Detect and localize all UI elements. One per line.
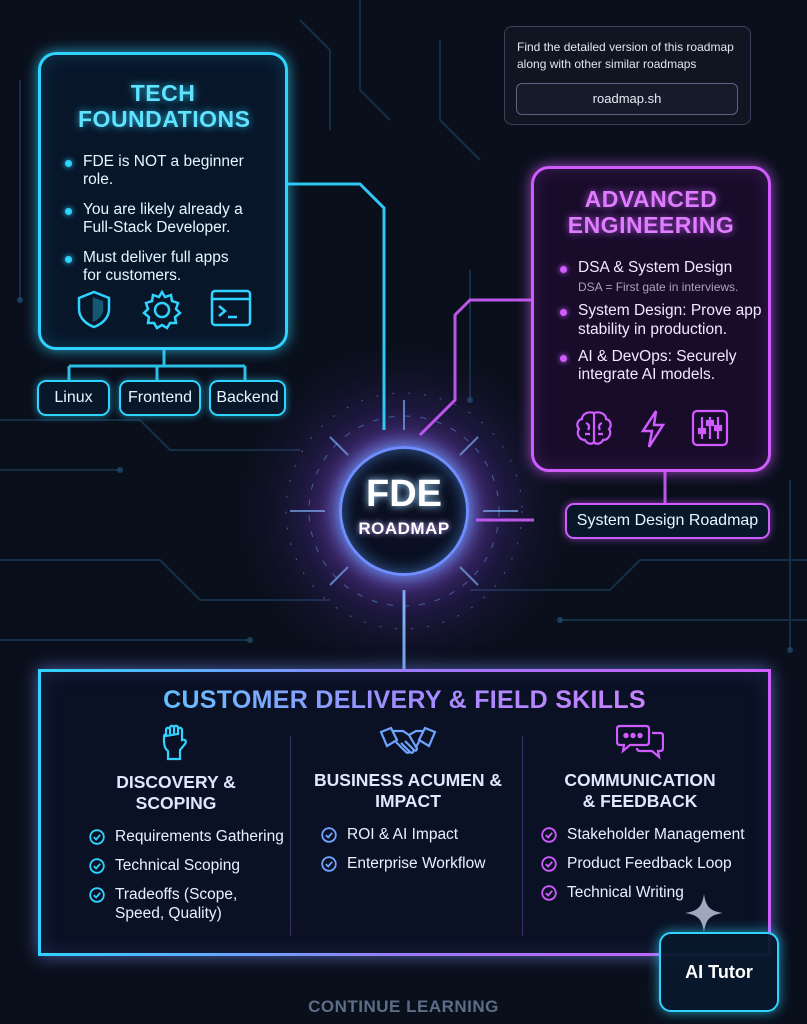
column-discovery: DISCOVERY & SCOPING Requirements Gatheri… — [61, 722, 291, 942]
list-item: Tradeoffs (Scope, Speed, Quality) — [89, 886, 269, 924]
tag-frontend[interactable]: Frontend — [119, 380, 201, 416]
tech-foundations-title: TECH FOUNDATIONS — [41, 80, 285, 133]
list-item-text: AI & DevOps: Securely integrate AI model… — [578, 347, 737, 384]
list-item: You are likely already a Full-Stack Deve… — [63, 201, 253, 238]
list-item-text: Technical Scoping — [115, 856, 240, 874]
check-circle-icon — [541, 827, 557, 843]
roadmap-link-button[interactable]: roadmap.sh — [516, 83, 738, 115]
info-text: Find the detailed version of this roadma… — [517, 40, 734, 72]
ai-tutor-label: AI Tutor — [685, 962, 753, 982]
hub-subtitle: ROADMAP — [358, 519, 450, 538]
list-item: Technical Writing — [541, 884, 755, 903]
column-title-text: COMMUNICATION & FEEDBACK — [564, 770, 716, 811]
terminal-icon — [210, 289, 251, 327]
tech-foundations-panel: TECH FOUNDATIONS FDE is NOT a beginner r… — [38, 52, 288, 350]
checklist: Stakeholder Management Product Feedback … — [541, 826, 755, 903]
list-item-text: Requirements Gathering — [115, 828, 284, 845]
fist-icon — [162, 724, 187, 761]
sparkle-icon — [685, 894, 723, 932]
fde-roadmap-hub: FDE ROADMAP — [339, 446, 469, 576]
info-box: Find the detailed version of this roadma… — [504, 26, 751, 125]
customer-delivery-title: CUSTOMER DELIVERY & FIELD SKILLS — [41, 686, 768, 715]
advanced-engineering-panel: ADVANCED ENGINEERING DSA & System Design… — [531, 166, 771, 472]
column-title-text: BUSINESS ACUMEN & IMPACT — [314, 770, 502, 811]
gear-icon — [142, 289, 182, 330]
list-item-text: ROI & AI Impact — [347, 826, 459, 843]
list-item-text: Technical Writing — [567, 883, 684, 901]
advanced-engineering-title-text: ADVANCED ENGINEERING — [567, 186, 735, 238]
check-circle-icon — [89, 887, 105, 903]
column-title: BUSINESS ACUMEN & IMPACT — [293, 770, 523, 812]
list-item-text: Product Feedback Loop — [567, 854, 732, 872]
sliders-icon — [691, 409, 728, 447]
shield-icon — [78, 290, 111, 329]
handshake-icon — [379, 726, 437, 754]
column-title: DISCOVERY & SCOPING — [61, 772, 291, 814]
check-circle-icon — [89, 858, 105, 874]
advanced-engineering-list: DSA & System Design DSA = First gate in … — [558, 259, 768, 385]
list-item-text: DSA & System Design — [578, 258, 733, 276]
list-item: ROI & AI Impact — [321, 826, 523, 845]
tech-icon-row — [61, 289, 265, 331]
ai-tutor-button[interactable]: AI Tutor — [659, 932, 779, 1012]
customer-delivery-panel: CUSTOMER DELIVERY & FIELD SKILLS DISCOVE… — [38, 669, 771, 956]
list-item-text: Stakeholder Management — [567, 826, 745, 843]
list-item-text: Enterprise Workflow — [347, 854, 486, 872]
tech-foundations-list: FDE is NOT a beginner role. You are like… — [63, 153, 285, 287]
column-communication: COMMUNICATION & FEEDBACK Stakeholder Man… — [525, 722, 755, 942]
brain-icon — [576, 411, 613, 445]
check-circle-icon — [321, 827, 337, 843]
check-circle-icon — [89, 829, 105, 845]
list-item: AI & DevOps: Securely integrate AI model… — [558, 348, 743, 385]
list-item: FDE is NOT a beginner role. — [63, 153, 263, 190]
checklist: ROI & AI Impact Enterprise Workflow — [321, 826, 523, 874]
lightning-icon — [640, 410, 666, 448]
check-circle-icon — [321, 856, 337, 872]
advanced-engineering-title: ADVANCED ENGINEERING — [534, 186, 768, 239]
system-design-roadmap-button[interactable]: System Design Roadmap — [565, 503, 770, 539]
check-circle-icon — [541, 885, 557, 901]
chat-bubbles-icon — [616, 724, 664, 760]
list-item: Must deliver full apps for customers. — [63, 249, 248, 286]
hub-title: FDE — [366, 473, 442, 515]
list-item: Enterprise Workflow — [321, 855, 523, 874]
list-item: Technical Scoping — [89, 857, 291, 876]
column-title-text: DISCOVERY & SCOPING — [116, 772, 236, 813]
list-item: Stakeholder Management — [541, 826, 755, 845]
column-divider — [522, 736, 523, 936]
column-business: BUSINESS ACUMEN & IMPACT ROI & AI Impact… — [293, 722, 523, 942]
tech-foundations-title-text: TECH FOUNDATIONS — [78, 80, 251, 132]
column-title: COMMUNICATION & FEEDBACK — [525, 770, 755, 812]
tag-backend[interactable]: Backend — [209, 380, 286, 416]
list-item-subtext: DSA = First gate in interviews. — [578, 280, 739, 295]
column-divider — [290, 736, 291, 936]
list-item: Product Feedback Loop — [541, 855, 755, 874]
list-item: DSA & System Design DSA = First gate in … — [558, 259, 763, 295]
list-item: System Design: Prove app stability in pr… — [558, 302, 763, 339]
advanced-icon-row — [562, 409, 740, 449]
tag-linux[interactable]: Linux — [37, 380, 110, 416]
continue-learning-link[interactable]: CONTINUE LEARNING — [308, 997, 499, 1016]
checklist: Requirements Gathering Technical Scoping… — [89, 828, 291, 924]
list-item: Requirements Gathering — [89, 828, 291, 847]
list-item-text: Tradeoffs (Scope, Speed, Quality) — [115, 885, 238, 922]
check-circle-icon — [541, 856, 557, 872]
list-item-text: System Design: Prove app stability in pr… — [578, 302, 762, 339]
